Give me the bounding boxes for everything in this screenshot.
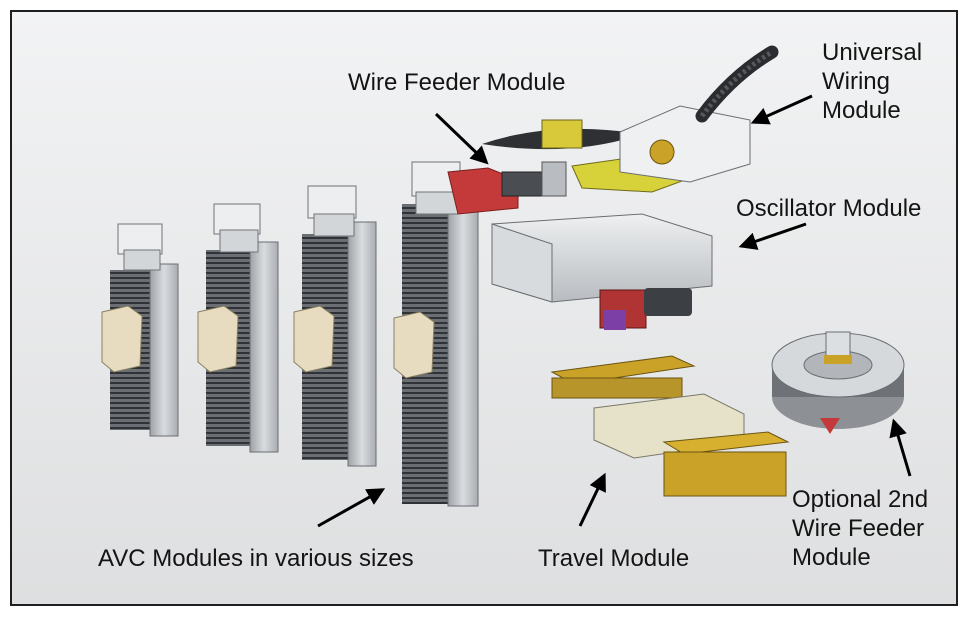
oscillator-arrow xyxy=(738,222,807,250)
diagram-frame: Universal Wiring Module Wire Feeder Modu… xyxy=(10,10,958,606)
avc-label: AVC Modules in various sizes xyxy=(98,545,414,572)
travel-arrow xyxy=(578,472,606,527)
optional-wire-feeder-line-1: Optional 2nd xyxy=(792,486,929,513)
optional-wire-feeder-graphic xyxy=(771,331,905,434)
avc-module-xlarge xyxy=(393,161,479,507)
oscillator-label: Oscillator Module xyxy=(736,195,922,222)
travel-module-graphic xyxy=(550,355,790,497)
avc-module-large xyxy=(293,185,377,467)
avc-module-small xyxy=(101,223,179,437)
universal-wiring-line-1: Universal xyxy=(822,39,923,66)
travel-label: Travel Module xyxy=(538,545,690,572)
oscillator-module-graphic xyxy=(491,213,713,330)
optional-wire-feeder-line-2: Wire Feeder xyxy=(792,515,925,542)
universal-wiring-line-2: Wiring xyxy=(822,68,891,95)
universal-wiring-label: Universal Wiring Module xyxy=(822,38,922,125)
universal-wiring-arrow xyxy=(750,94,813,125)
optional-wire-feeder-arrow xyxy=(889,418,912,477)
wire-feeder-arrow xyxy=(434,112,489,165)
wire-feeder-module-graphic xyxy=(447,45,779,215)
optional-wire-feeder-label: Optional 2nd Wire Feeder Module xyxy=(792,485,928,572)
optional-wire-feeder-line-3: Module xyxy=(792,544,871,571)
wire-feeder-label: Wire Feeder Module xyxy=(348,69,566,96)
module-illustration xyxy=(101,45,912,528)
avc-module-medium xyxy=(197,203,279,453)
universal-wiring-line-3: Module xyxy=(822,97,901,124)
avc-arrow xyxy=(317,488,386,528)
